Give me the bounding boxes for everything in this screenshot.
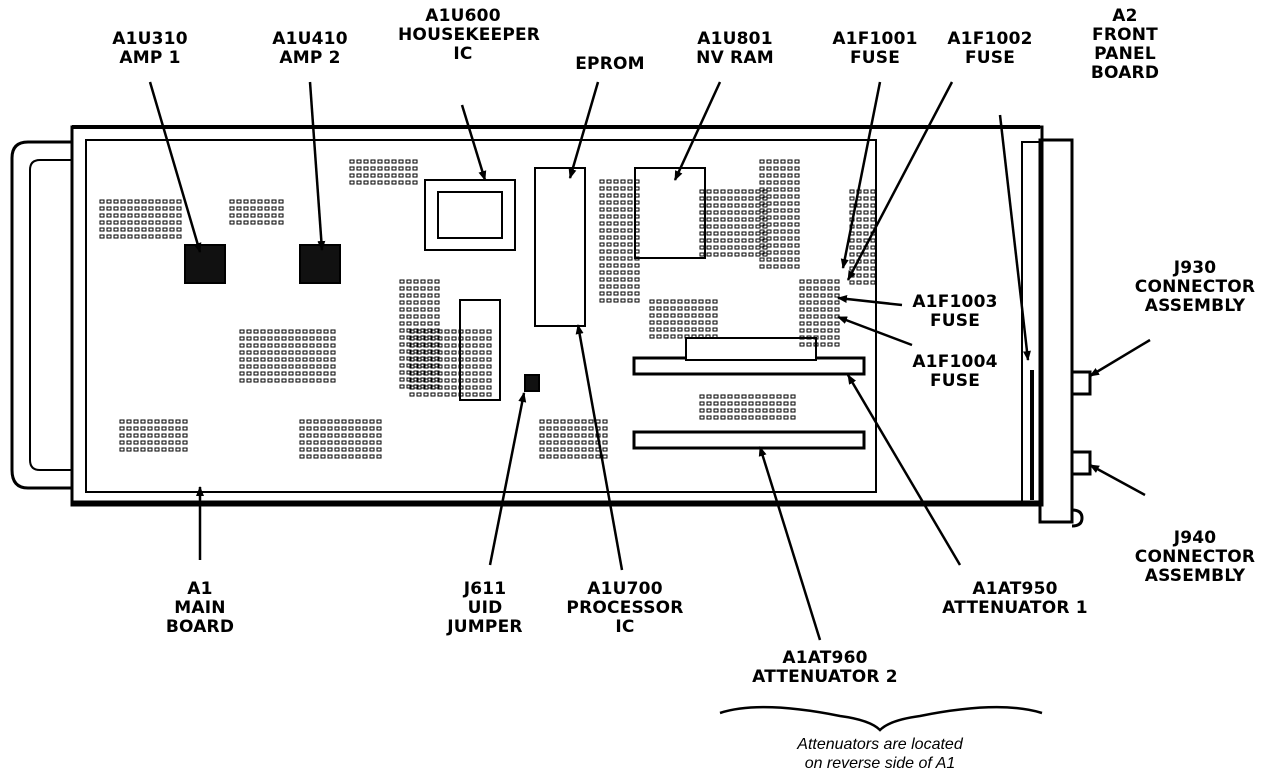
label-a1u600: A1U600 HOUSEKEEPER IC bbox=[398, 6, 541, 64]
brace bbox=[719, 705, 1043, 732]
label-a1u310: A1U310 AMP 1 bbox=[112, 29, 188, 68]
label-j611: J611 UID JUMPER bbox=[447, 579, 523, 637]
label-a1f1003: A1F1003 FUSE bbox=[912, 292, 998, 331]
label-a1f1001: A1F1001 FUSE bbox=[832, 29, 918, 68]
label-a1u700: A1U700 PROCESSOR IC bbox=[566, 579, 684, 637]
label-eprom: EPROM bbox=[575, 54, 645, 74]
attenuator-note: Attenuators are located on reverse side … bbox=[797, 736, 963, 772]
label-a1u801: A1U801 NV RAM bbox=[696, 29, 774, 68]
main-board bbox=[70, 125, 1084, 528]
label-j940: J940 CONNECTOR ASSEMBLY bbox=[1134, 528, 1256, 586]
label-a1f1004: A1F1004 FUSE bbox=[912, 352, 998, 391]
label-a1at960: A1AT960 ATTENUATOR 2 bbox=[752, 648, 898, 687]
front-connectors bbox=[1070, 370, 1092, 476]
attenuators bbox=[632, 337, 866, 450]
leader-arrows bbox=[148, 81, 1151, 641]
board-components bbox=[99, 159, 876, 459]
label-a1at950: A1AT950 ATTENUATOR 1 bbox=[942, 579, 1088, 618]
chips bbox=[184, 167, 706, 401]
label-a1u410: A1U410 AMP 2 bbox=[272, 29, 348, 68]
label-a2: A2 FRONT PANEL BOARD bbox=[1090, 6, 1160, 83]
label-a1: A1 MAIN BOARD bbox=[165, 579, 235, 637]
label-j930: J930 CONNECTOR ASSEMBLY bbox=[1134, 258, 1256, 316]
left-handle bbox=[10, 140, 72, 490]
label-a1f1002: A1F1002 FUSE bbox=[947, 29, 1033, 68]
